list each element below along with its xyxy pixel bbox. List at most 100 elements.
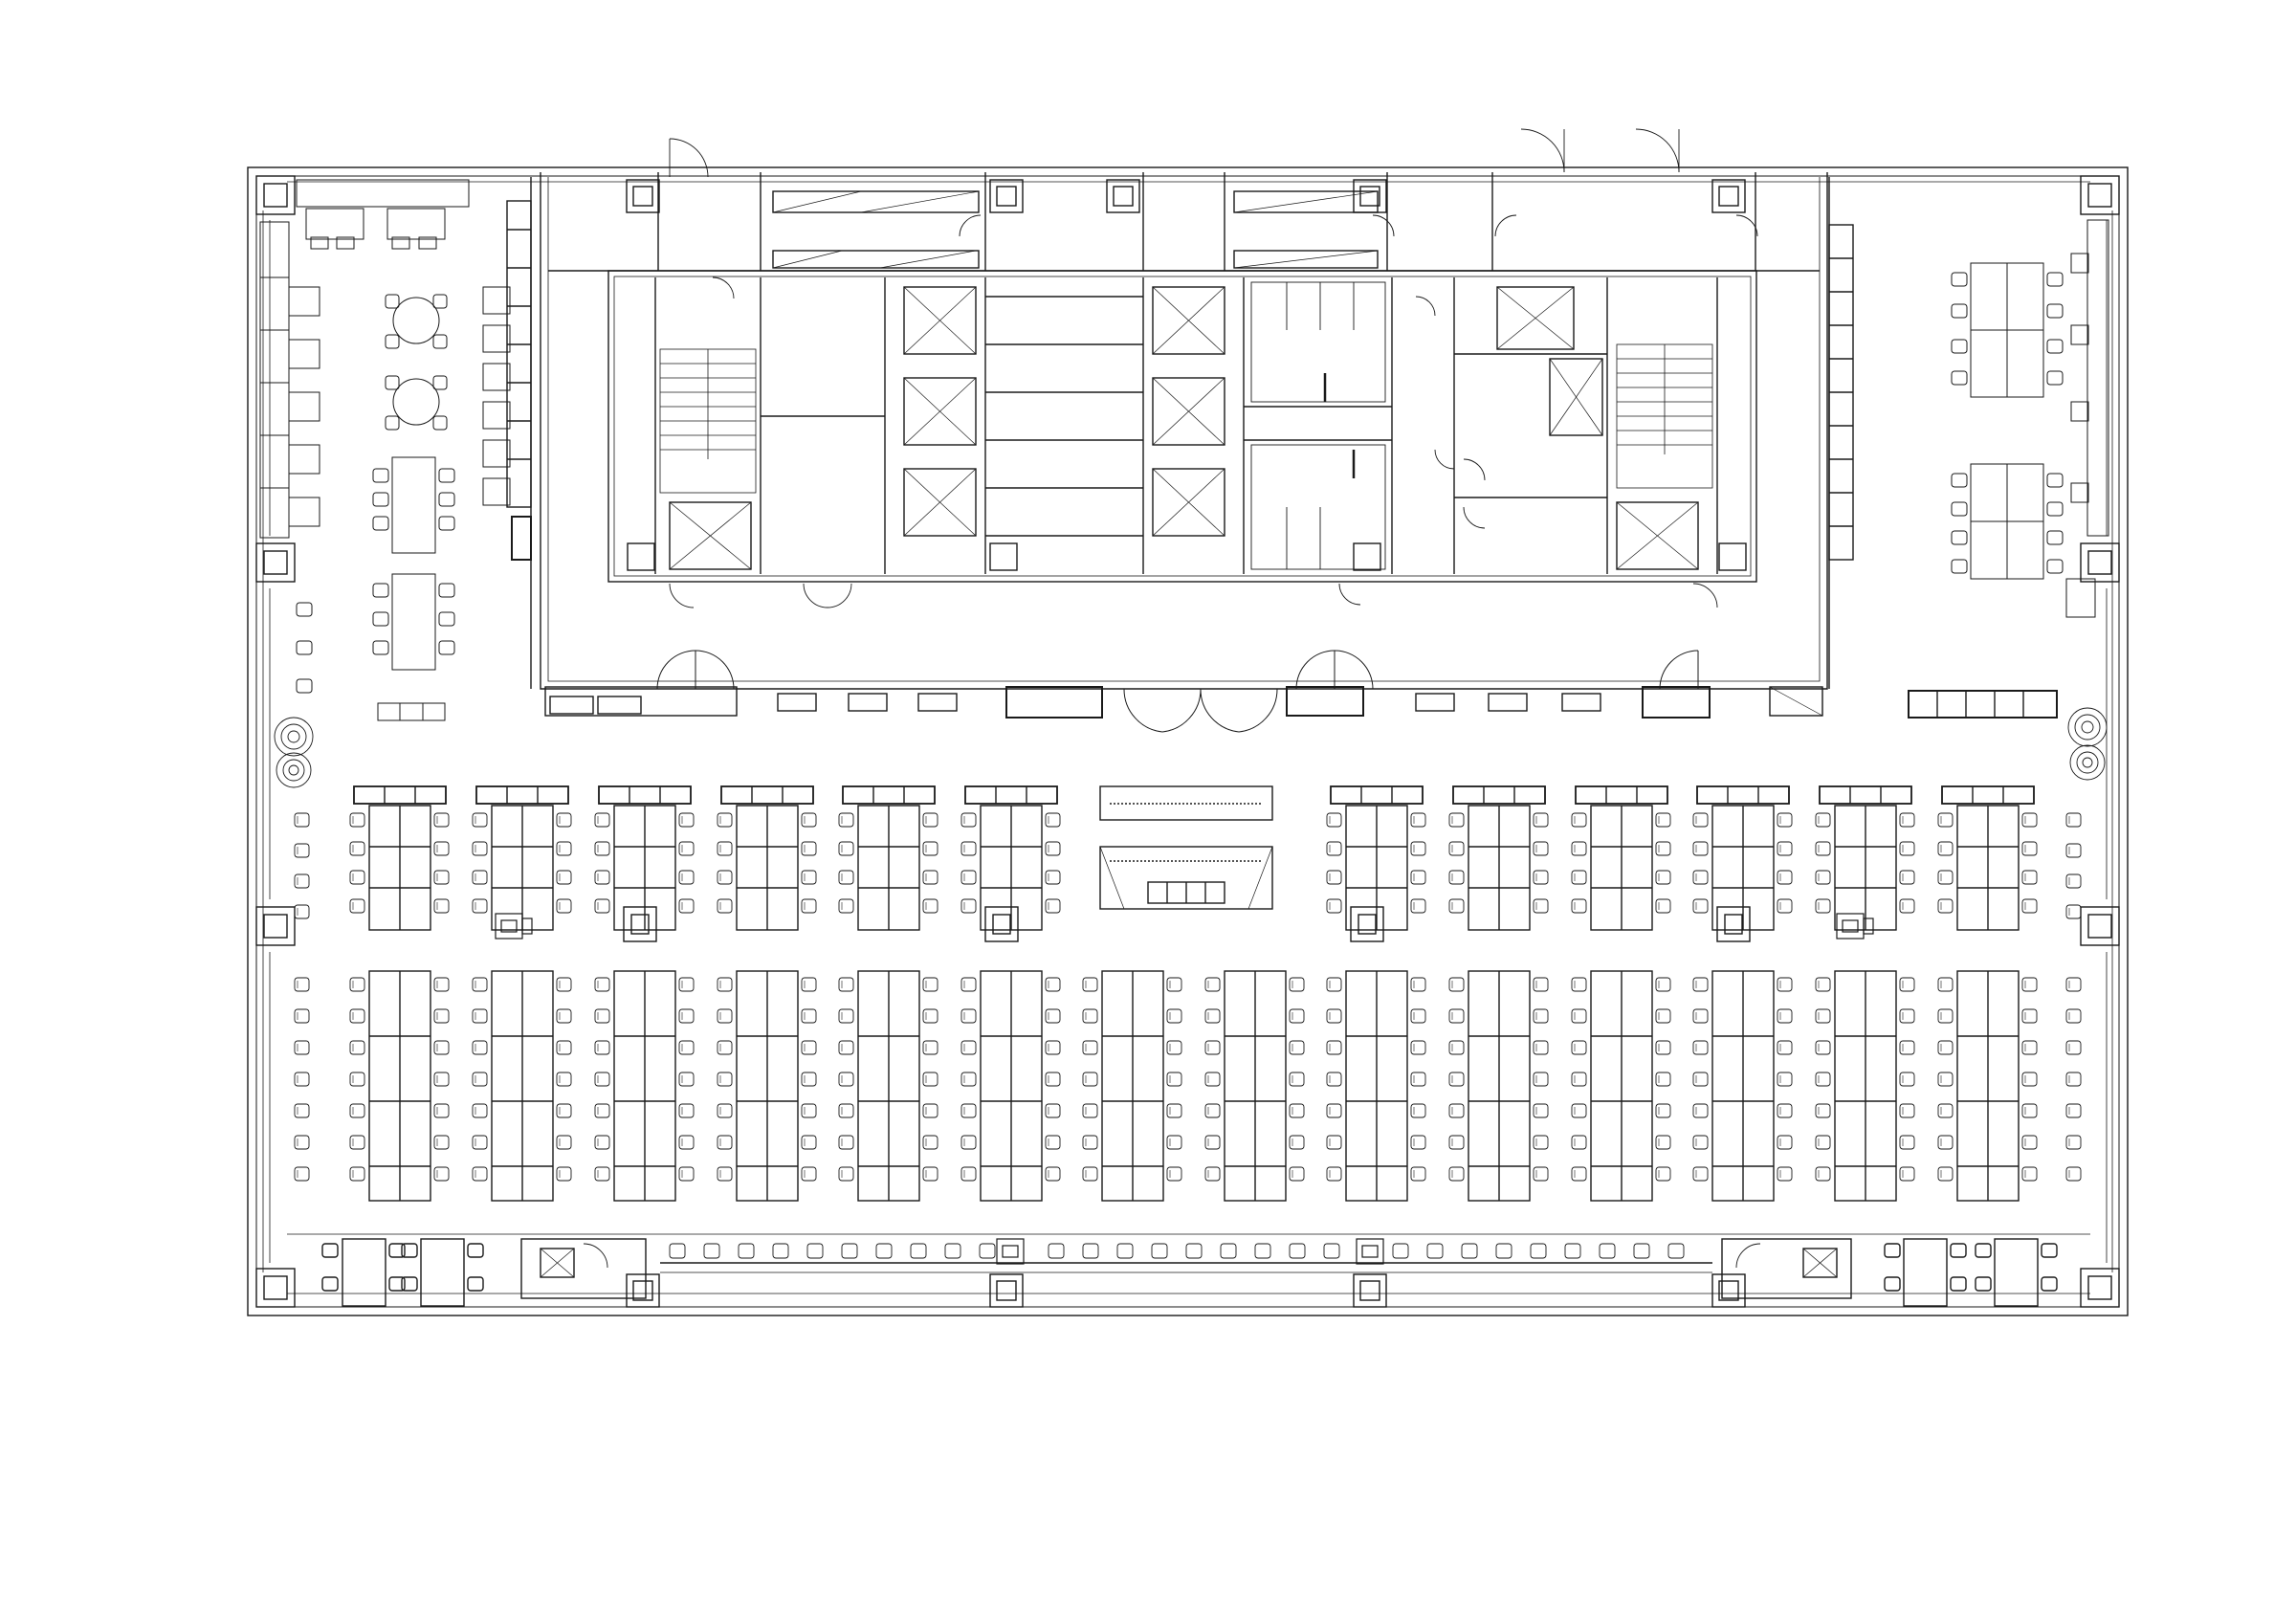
bottom-chair — [1185, 1243, 1203, 1259]
bottom-chair-row — [669, 1243, 1685, 1259]
bottom-strip — [287, 1233, 2090, 1307]
bottom-chair — [772, 1243, 789, 1259]
side-chair — [2065, 1040, 2082, 1055]
bottom-chair — [944, 1243, 961, 1259]
bottom-chair — [1048, 1243, 1065, 1259]
lobby-frontage — [544, 686, 2058, 719]
upper-desk-cluster — [1326, 785, 1426, 931]
upper-desk-cluster — [1815, 785, 1915, 931]
mid-columns — [623, 906, 1751, 942]
side-chair — [294, 1166, 310, 1182]
bottom-chair — [1082, 1243, 1099, 1259]
side-chair — [2065, 1103, 2082, 1118]
side-chair — [294, 843, 310, 858]
bottom-chair — [1530, 1243, 1547, 1259]
lower-desk-cluster — [717, 970, 817, 1202]
side-chair — [2065, 873, 2082, 889]
lower-desk-cluster — [349, 970, 450, 1202]
bottom-chair — [841, 1243, 858, 1259]
side-chair — [294, 812, 310, 828]
upper-desk-cluster — [1571, 785, 1671, 931]
upper-desk-cluster — [717, 785, 817, 931]
side-chair — [2065, 1135, 2082, 1150]
side-chair — [294, 1040, 310, 1055]
bottom-chair — [1564, 1243, 1581, 1259]
upper-desk-cluster — [1937, 785, 2038, 931]
bottom-chair — [1116, 1243, 1134, 1259]
bottom-chair — [1633, 1243, 1650, 1259]
lower-desk-cluster — [1448, 970, 1549, 1202]
side-chair — [294, 904, 310, 919]
side-chair — [2065, 904, 2082, 919]
perimeter-columns-top — [626, 179, 1746, 213]
lower-desk-cluster — [1326, 970, 1426, 1202]
corner-columns — [255, 175, 2120, 1308]
side-glazing — [269, 220, 2108, 1263]
bottom-chair — [1495, 1243, 1512, 1259]
lower-desk-cluster — [472, 970, 572, 1202]
upper-desk-cluster — [1448, 785, 1549, 931]
bottom-chair — [1254, 1243, 1271, 1259]
perimeter-columns-bottom — [626, 1273, 1746, 1308]
service-core — [540, 172, 1828, 690]
bottom-chair — [1392, 1243, 1409, 1259]
lower-desk-cluster — [1692, 970, 1793, 1202]
bottom-chair — [1426, 1243, 1444, 1259]
core-columns — [627, 542, 1747, 571]
lower-desk-cluster — [1937, 970, 2038, 1202]
left-lockers — [506, 177, 532, 689]
lower-desk-cluster — [594, 970, 695, 1202]
perimeter-columns-sides — [255, 542, 2120, 946]
side-chair — [2065, 1166, 2082, 1182]
lower-desk-cluster — [960, 970, 1061, 1202]
bottom-chair — [669, 1243, 686, 1259]
lower-desk-cluster — [1204, 970, 1305, 1202]
lounge-area — [259, 179, 511, 721]
lower-desk-cluster — [1815, 970, 1915, 1202]
lower-desk-cluster — [1571, 970, 1671, 1202]
bottom-chair — [1323, 1243, 1340, 1259]
bottom-chair — [875, 1243, 893, 1259]
stairs — [659, 343, 1713, 494]
lobby-doors — [656, 650, 1699, 733]
bottom-chair — [1289, 1243, 1306, 1259]
upper-desk-cluster — [1692, 785, 1793, 931]
right-lockers — [1828, 177, 1854, 689]
side-chair — [294, 1135, 310, 1150]
lower-desk-cluster — [1082, 970, 1182, 1202]
planters — [274, 707, 2108, 788]
side-chair — [294, 1008, 310, 1024]
bottom-chair — [738, 1243, 755, 1259]
building-outer-wall — [247, 166, 2129, 1316]
side-chair — [294, 873, 310, 889]
bottom-chair — [703, 1243, 720, 1259]
bottom-chair — [1667, 1243, 1685, 1259]
right-meeting-area — [1951, 219, 2109, 618]
bottom-chair — [1151, 1243, 1168, 1259]
upper-desk-cluster — [838, 785, 938, 931]
central-shelving — [1099, 785, 1273, 910]
bottom-chair — [910, 1243, 927, 1259]
bottom-chair — [1599, 1243, 1616, 1259]
side-chair — [294, 977, 310, 992]
bottom-chair — [806, 1243, 824, 1259]
bottom-chair — [1220, 1243, 1237, 1259]
upper-desk-cluster — [960, 785, 1061, 931]
side-chair — [2065, 812, 2082, 828]
upper-desk-cluster — [594, 785, 695, 931]
side-chair — [294, 1103, 310, 1118]
perimeter-side-chairs — [294, 812, 2082, 1182]
upper-desk-cluster — [472, 785, 572, 931]
side-chair — [2065, 977, 2082, 992]
upper-desk-clusters — [349, 785, 2038, 931]
side-chair — [2065, 843, 2082, 858]
printers — [495, 913, 1874, 1265]
lower-desk-clusters — [349, 970, 2038, 1202]
bottom-chair — [1461, 1243, 1478, 1259]
elevators — [669, 286, 1699, 570]
core-doors — [669, 128, 1758, 608]
lower-desk-cluster — [838, 970, 938, 1202]
bottom-chair — [979, 1243, 996, 1259]
